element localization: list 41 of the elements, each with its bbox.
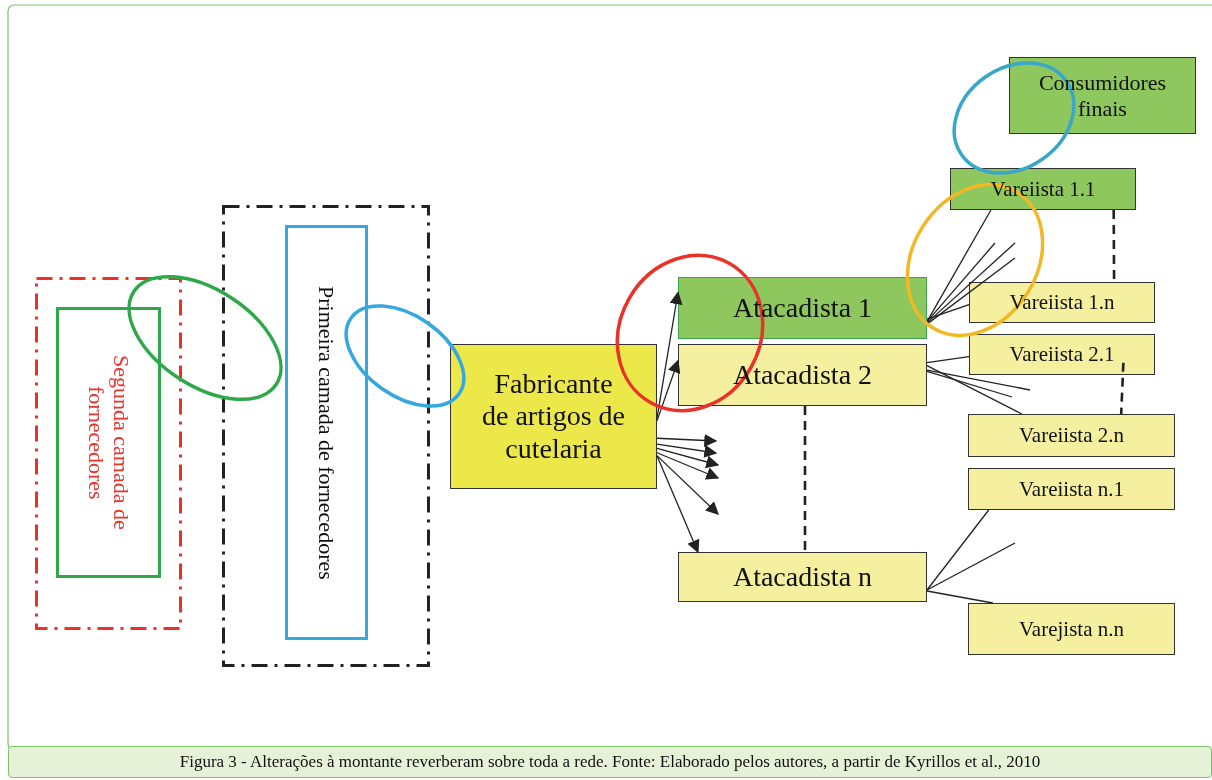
- process-box: [450, 344, 657, 489]
- connector-line: [926, 303, 970, 320]
- node-label: Atacadista n: [732, 560, 873, 594]
- node-label: Vareiista n.1: [1019, 476, 1124, 502]
- dashed-connector: [1112, 210, 1116, 282]
- process-box: [969, 334, 1155, 375]
- connector-line: [926, 369, 1031, 391]
- node-label: Varejista n.n: [1019, 616, 1124, 642]
- connector-line: [926, 355, 970, 364]
- node-label: Vareiista 1.n: [1009, 290, 1115, 315]
- caption: Figura 3 - Alterações à montante reverberam sobre toda a rede. Fonte: Elaborado pelos autores, a partir de Kyrillos et al., 2010: [179, 752, 1041, 772]
- connector-line: [926, 365, 1023, 415]
- arrow: [656, 359, 681, 422]
- connector-line: [926, 257, 1016, 325]
- connector-line: [926, 242, 996, 323]
- arrow: [656, 291, 683, 419]
- process-box: [968, 414, 1175, 457]
- arrow: [656, 455, 719, 515]
- process-box: [678, 552, 927, 602]
- arrow: [656, 447, 720, 469]
- node-label: Primeira camada de fornecedores: [313, 285, 340, 580]
- node-label: Vareiista 2.1: [1009, 342, 1115, 367]
- connector-line: [926, 509, 990, 591]
- arrow: [656, 452, 720, 480]
- dashed-connector: [803, 406, 807, 552]
- process-box: [969, 282, 1155, 323]
- supplier-tier-box: [56, 307, 161, 578]
- node-label: Vareiista 2.n: [1019, 423, 1124, 448]
- connector-line: [926, 542, 1016, 591]
- node-label: Segunda camada de fornecedores: [83, 354, 134, 532]
- node-label: Fabricante de artigos de cutelaria: [480, 368, 627, 465]
- arrow: [656, 433, 718, 447]
- connector-line: [926, 590, 994, 604]
- arrow: [656, 455, 700, 554]
- dashed-connector: [1119, 362, 1125, 415]
- arrow: [656, 443, 718, 458]
- process-box: [968, 468, 1175, 510]
- connector-line: [926, 370, 1013, 398]
- supplier-tier-box: [285, 225, 368, 640]
- process-box: [968, 603, 1175, 655]
- connector-line: [926, 242, 1016, 324]
